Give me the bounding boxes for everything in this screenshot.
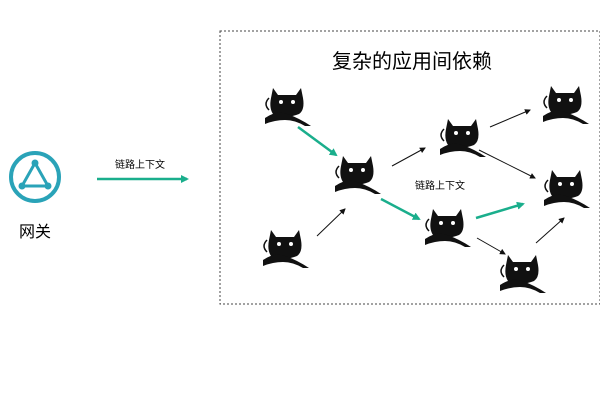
tomcat-cat-icon bbox=[543, 169, 591, 209]
teal-arrow bbox=[297, 125, 338, 157]
tomcat-cat-icon bbox=[334, 155, 382, 195]
black-arrow bbox=[316, 208, 346, 237]
inner-context-label: 链路上下文 bbox=[415, 179, 465, 192]
teal-arrow bbox=[475, 201, 525, 220]
context-arrow: 链路上下文 bbox=[97, 158, 189, 183]
tomcat-cat-icon bbox=[499, 254, 547, 294]
tomcat-cat-icon bbox=[542, 85, 590, 125]
context-label: 链路上下文 bbox=[115, 158, 165, 171]
tomcat-cat-icon bbox=[424, 208, 472, 248]
tomcat-cat-icon bbox=[439, 118, 487, 158]
black-arrow bbox=[476, 237, 506, 255]
dependency-box bbox=[219, 30, 600, 305]
black-arrow bbox=[391, 147, 426, 167]
tomcat-cat-icon bbox=[262, 229, 310, 269]
box-title: 复杂的应用间依赖 bbox=[332, 49, 492, 73]
teal-arrow bbox=[380, 197, 421, 221]
tomcat-cat-icon bbox=[264, 87, 312, 127]
black-arrow bbox=[478, 149, 536, 179]
black-arrow bbox=[489, 109, 531, 128]
gateway-node: 网关 bbox=[9, 151, 61, 241]
traced-path-arrows bbox=[297, 125, 525, 221]
dependency-arrows bbox=[316, 109, 565, 255]
gateway-triangle-icon bbox=[9, 151, 61, 203]
black-arrow bbox=[535, 217, 565, 244]
gateway-label: 网关 bbox=[19, 222, 51, 241]
